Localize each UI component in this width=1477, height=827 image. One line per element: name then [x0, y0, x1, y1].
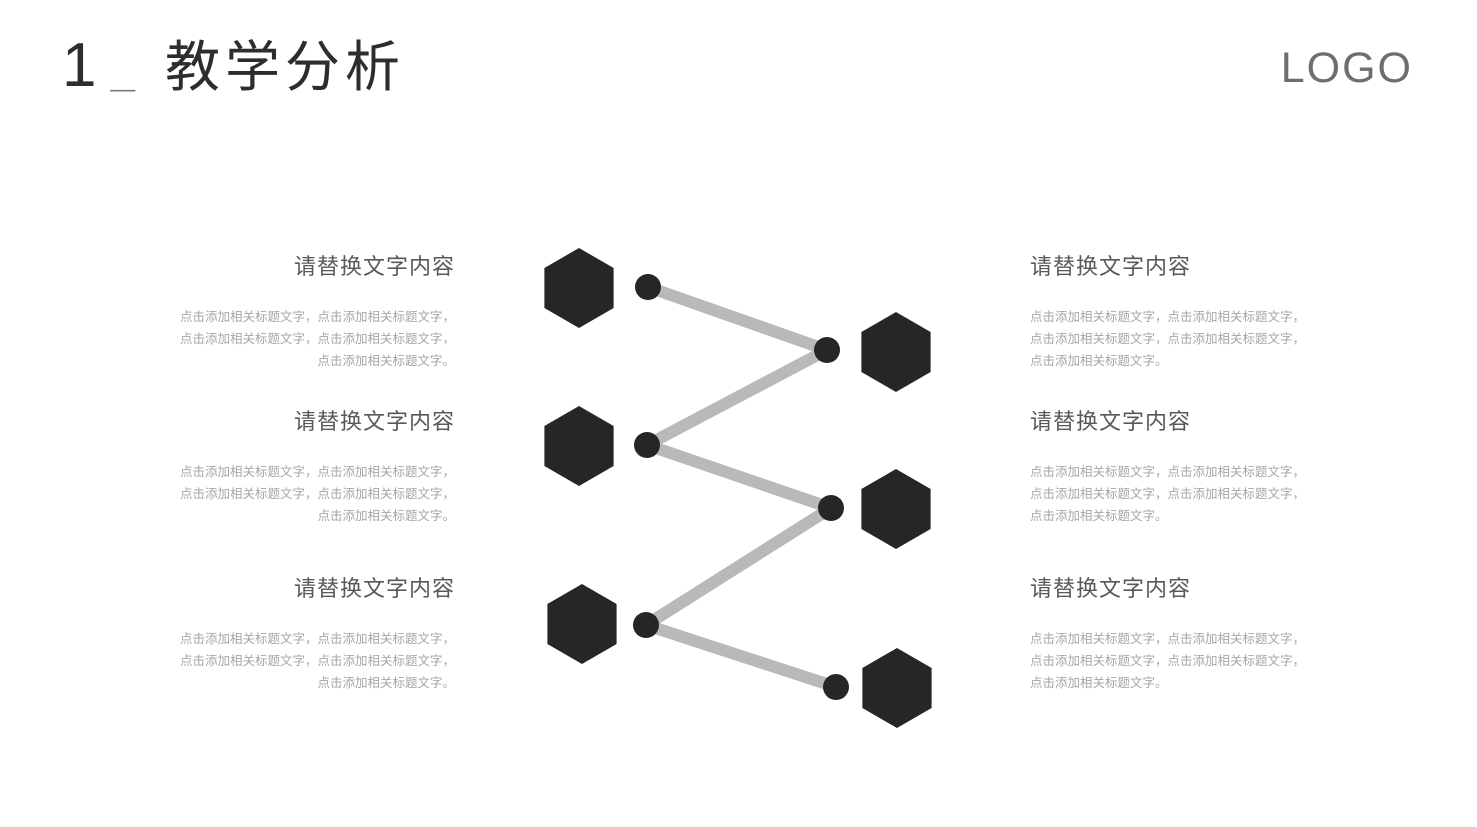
- text-placeholder-left-2[interactable]: 请替换文字内容 点击添加相关标题文字，点击添加相关标题文字， 点击添加相关标题文…: [175, 410, 455, 527]
- connector-dot: [634, 432, 660, 458]
- placeholder-heading: 请替换文字内容: [293, 576, 455, 601]
- placeholder-body: 点击添加相关标题文字，点击添加相关标题文字， 点击添加相关标题文字，点击添加相关…: [1030, 632, 1306, 690]
- hexagon-shape: [544, 406, 614, 486]
- connector-line: [646, 281, 829, 356]
- connector-line: [644, 344, 830, 451]
- text-placeholder-left-1[interactable]: 请替换文字内容 点击添加相关标题文字，点击添加相关标题文字， 点击添加相关标题文…: [175, 255, 455, 372]
- placeholder-body: 点击添加相关标题文字，点击添加相关标题文字， 点击添加相关标题文字，点击添加相关…: [179, 465, 455, 523]
- placeholder-heading: 请替换文字内容: [293, 254, 455, 279]
- connector-dot: [818, 495, 844, 521]
- text-placeholder-right-1[interactable]: 请替换文字内容 点击添加相关标题文字，点击添加相关标题文字， 点击添加相关标题文…: [1030, 255, 1310, 372]
- text-placeholder-right-3[interactable]: 请替换文字内容 点击添加相关标题文字，点击添加相关标题文字， 点击添加相关标题文…: [1030, 577, 1310, 694]
- hexagon-shape: [544, 248, 614, 328]
- placeholder-body: 点击添加相关标题文字，点击添加相关标题文字， 点击添加相关标题文字，点击添加相关…: [1030, 310, 1306, 368]
- section-number: 1: [62, 31, 97, 100]
- hexagon-shape: [862, 648, 932, 728]
- placeholder-body: 点击添加相关标题文字，点击添加相关标题文字， 点击添加相关标题文字，点击添加相关…: [179, 632, 455, 690]
- text-placeholder-left-3[interactable]: 请替换文字内容 点击添加相关标题文字，点击添加相关标题文字， 点击添加相关标题文…: [175, 577, 455, 694]
- placeholder-heading: 请替换文字内容: [1030, 576, 1192, 601]
- placeholder-heading: 请替换文字内容: [1030, 409, 1192, 434]
- hexagon-shape: [861, 312, 931, 392]
- hexagon-shape: [861, 469, 931, 549]
- slide-title: 1 _ 教学分析: [62, 22, 405, 102]
- connector-line: [644, 619, 838, 693]
- text-placeholder-right-2[interactable]: 请替换文字内容 点击添加相关标题文字，点击添加相关标题文字， 点击添加相关标题文…: [1030, 410, 1310, 527]
- placeholder-body: 点击添加相关标题文字，点击添加相关标题文字， 点击添加相关标题文字，点击添加相关…: [1030, 465, 1306, 523]
- connector-line: [645, 439, 833, 514]
- connector-dot: [635, 274, 661, 300]
- hexagon-shape: [547, 584, 617, 664]
- page-title: 教学分析: [164, 36, 405, 98]
- connector-dot: [633, 612, 659, 638]
- logo-text: LOGO: [1280, 44, 1413, 92]
- connector-line: [642, 502, 835, 631]
- connector-dot: [823, 674, 849, 700]
- placeholder-body: 点击添加相关标题文字，点击添加相关标题文字， 点击添加相关标题文字，点击添加相关…: [179, 310, 455, 368]
- connector-dot: [814, 337, 840, 363]
- title-separator: _: [110, 47, 135, 96]
- placeholder-heading: 请替换文字内容: [1030, 254, 1192, 279]
- placeholder-heading: 请替换文字内容: [293, 409, 455, 434]
